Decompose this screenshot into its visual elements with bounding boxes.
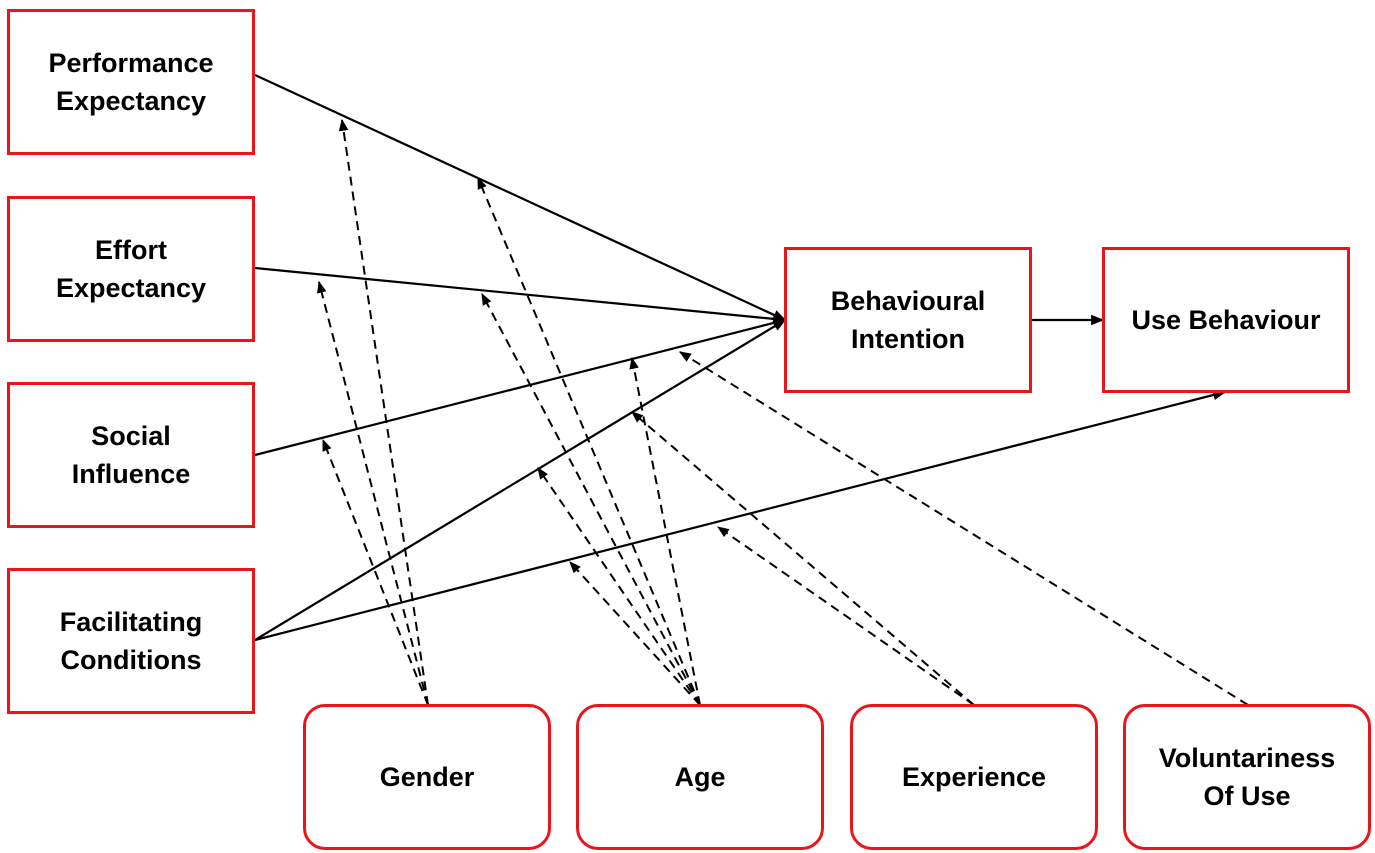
moderator-gender-ee [317, 280, 429, 706]
moderator-age-fc-ub [569, 561, 701, 706]
voluntariness-of-use-label: Voluntariness Of Use [1158, 743, 1336, 811]
facilitating-conditions-box: Facilitating Conditions [7, 568, 255, 714]
behavioural-intention-box: Behavioural Intention [784, 247, 1032, 393]
social-influence-box: Social Influence [7, 382, 255, 528]
performance-expectancy-label: Performance Expectancy [48, 48, 214, 116]
effort-expectancy-label: Effort Expectancy [55, 235, 207, 303]
use-behaviour-box: Use Behaviour [1102, 247, 1350, 393]
use-behaviour-label: Use Behaviour [1131, 305, 1321, 335]
performance-expectancy-box: Performance Expectancy [7, 9, 255, 155]
gender-box: Gender [303, 704, 551, 850]
moderator-experience-si [631, 411, 975, 706]
path-pe-bi [254, 74, 787, 321]
moderator-age-ee [481, 292, 701, 706]
moderator-age-pe [477, 176, 701, 706]
gender-label: Gender [379, 762, 475, 792]
experience-label: Experience [901, 762, 1047, 792]
moderator-experience-fc-ub [717, 526, 975, 706]
experience-box: Experience [850, 704, 1098, 850]
behavioural-intention-label: Behavioural Intention [830, 286, 986, 354]
facilitating-conditions-label: Facilitating Conditions [59, 607, 203, 675]
path-fc-ub [254, 389, 1227, 642]
moderator-voluntariness-si [678, 351, 1249, 706]
social-influence-label: Social Influence [71, 421, 191, 489]
path-si-bi [254, 317, 787, 457]
moderator-age-si [629, 356, 701, 706]
moderator-age-fc-bi [537, 467, 701, 706]
effort-expectancy-box: Effort Expectancy [7, 196, 255, 342]
moderator-gender-si [322, 438, 429, 706]
moderator-gender-pe [338, 118, 429, 706]
path-fc-bi [254, 319, 787, 641]
voluntariness-of-use-box: Voluntariness Of Use [1123, 704, 1371, 850]
age-label: Age [674, 762, 726, 792]
path-ee-bi [254, 266, 787, 325]
age-box: Age [576, 704, 824, 850]
